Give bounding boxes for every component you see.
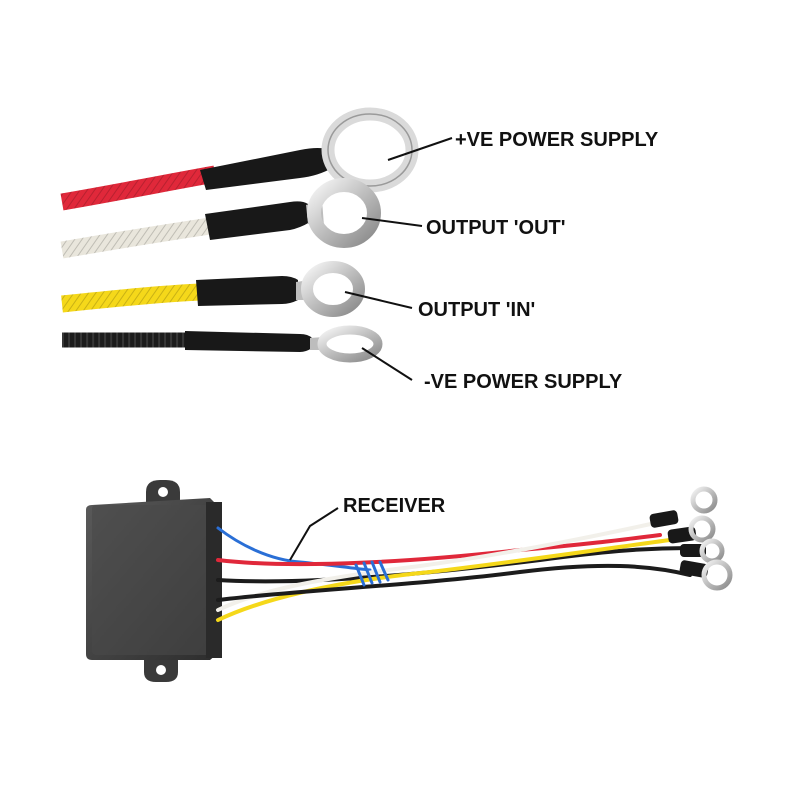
ring-terminal-yellow <box>301 261 365 317</box>
leader-lines-top <box>344 137 453 381</box>
receiver-terminals <box>649 486 733 591</box>
label-pos-power-supply: +VE POWER SUPPLY <box>455 129 659 151</box>
heatshrink-black <box>185 331 312 352</box>
receiver-wires <box>216 520 692 622</box>
wire-red-pos-supply <box>60 107 419 211</box>
wire-black-neg-supply <box>62 325 383 363</box>
heatshrink-yellow <box>196 276 298 306</box>
label-neg-power-supply: -VE POWER SUPPLY <box>424 371 623 393</box>
heatshrink-white <box>205 201 310 240</box>
heatshrink-red <box>200 148 332 190</box>
label-output-in: OUTPUT 'IN' <box>418 299 536 321</box>
ring-terminal-black <box>317 325 383 363</box>
wire-yellow-output-in <box>61 261 365 317</box>
label-receiver: RECEIVER <box>343 495 446 517</box>
wire-white-output-out <box>60 178 381 259</box>
ring-terminal-white <box>307 178 381 248</box>
receiver-module <box>86 480 222 682</box>
leader-line-receiver <box>289 507 339 561</box>
label-output-out: OUTPUT 'OUT' <box>426 217 566 239</box>
